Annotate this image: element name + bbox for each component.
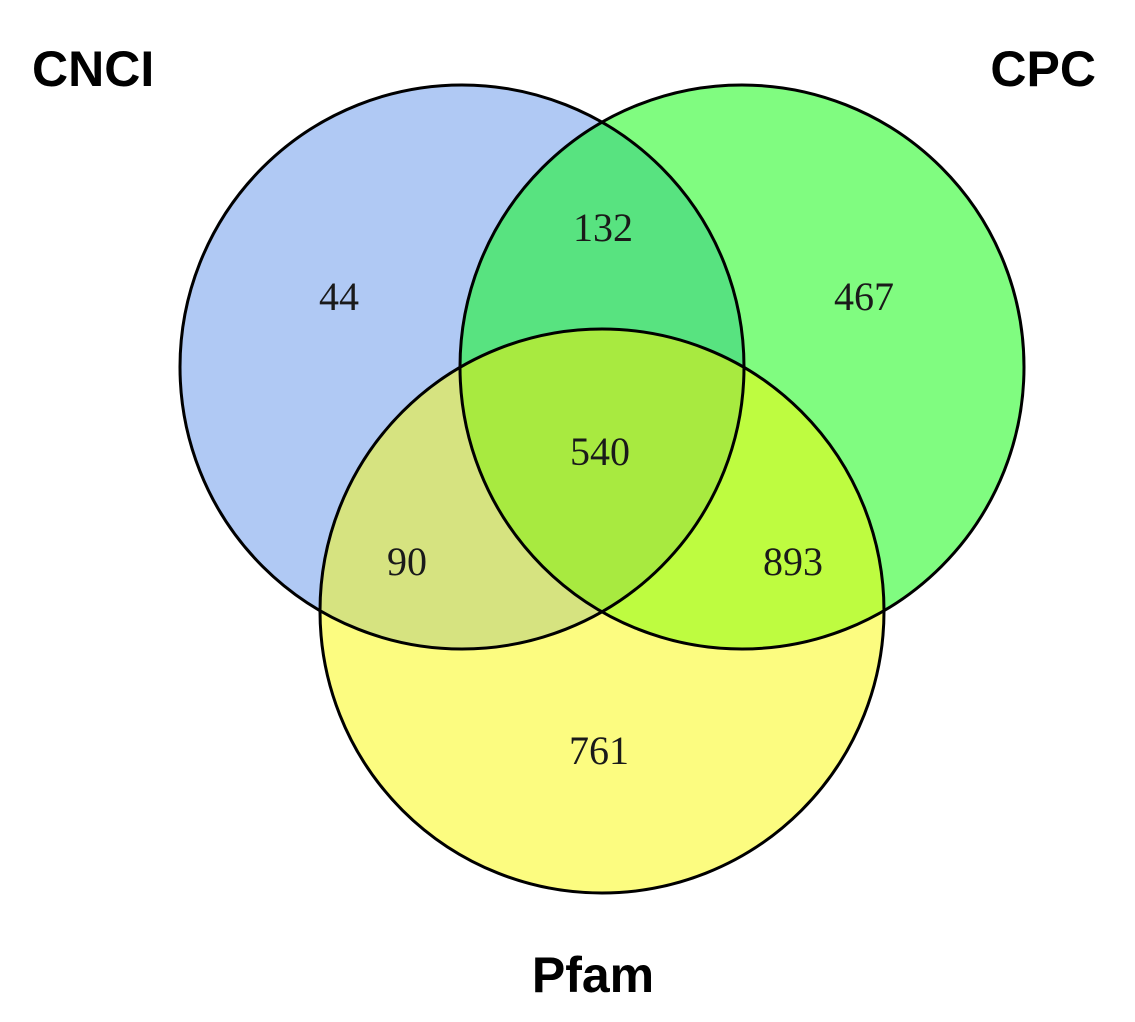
- count-all-three: 540: [570, 429, 630, 474]
- pfam-circle-outline: [318, 327, 886, 895]
- set-label-cpc: CPC: [990, 41, 1096, 97]
- count-cnci-only: 44: [319, 274, 359, 319]
- count-cpc-only: 467: [834, 274, 894, 319]
- count-cnci-pfam: 90: [387, 539, 427, 584]
- set-label-pfam: Pfam: [532, 947, 654, 1003]
- count-cpc-pfam: 893: [763, 539, 823, 584]
- set-label-cnci: CNCI: [32, 41, 154, 97]
- count-pfam-only: 761: [569, 728, 629, 773]
- count-cnci-cpc: 132: [573, 205, 633, 250]
